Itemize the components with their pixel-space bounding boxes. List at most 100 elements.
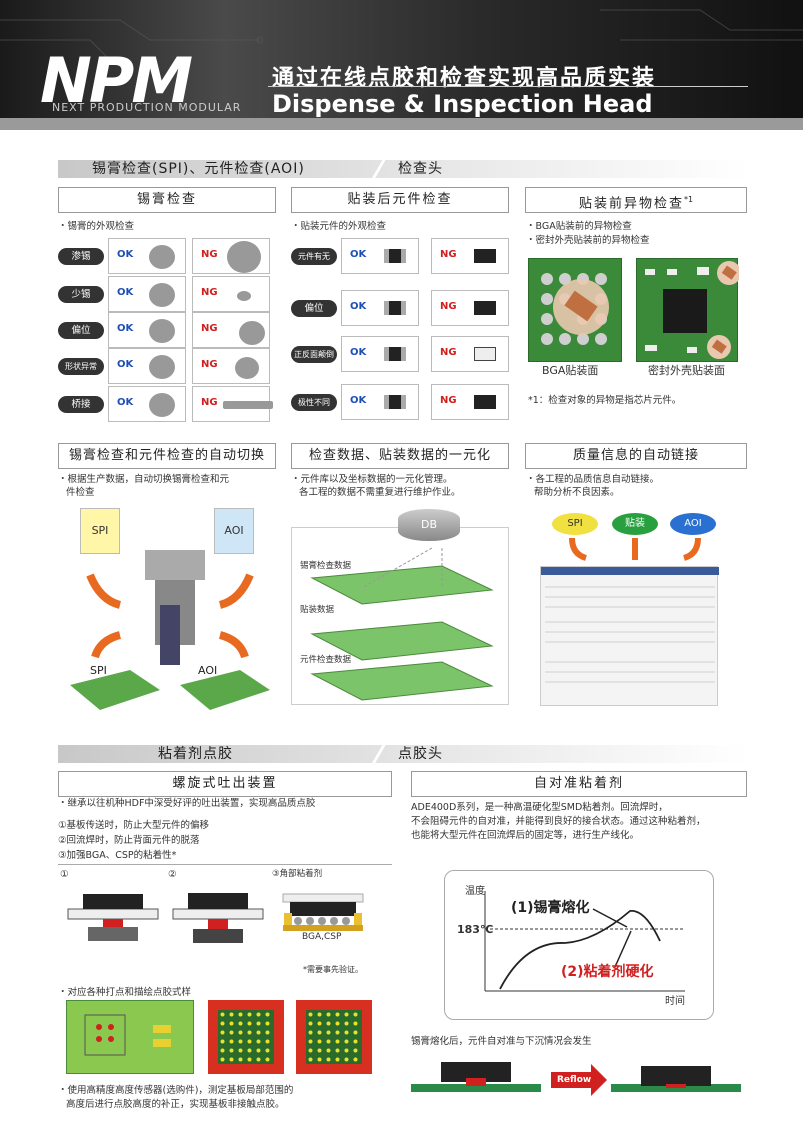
switch-note-1: ・根据生产数据，自动切换锡膏检查和元 [58,474,230,485]
switch-note-2: 件检查 [66,487,95,498]
header-strip [0,118,803,130]
solder-blob-icon [227,241,261,273]
spi-oval: SPI [552,513,598,535]
aoi-ok-box: OK [341,290,419,326]
ng-label: NG [440,301,457,312]
machine-cycle-illustration [70,550,270,710]
ok-label: OK [117,287,134,298]
adhesive-cross-sections [67,893,364,943]
patterns-note: ・对应各种打点和描绘点胶式样 [58,987,192,998]
foreign-title: 贴装前异物检查*1 [525,187,747,213]
reflow-illustration [411,1062,741,1096]
qfp-chip-icon [645,261,741,359]
spi-ok-box: OK [108,386,186,422]
unify-title: 检查数据、贴装数据的一元化 [291,443,509,469]
ng-label: NG [201,359,218,370]
solder-blob-icon [223,401,273,409]
aoi-oval: AOI [670,513,716,535]
ok-label: OK [350,347,367,358]
npm-logo: NPM [40,44,193,117]
selfalign-desc-1: ADE400D系列，是一种高温硬化型SMD粘着剂。回流焊时， [411,802,668,813]
logo-subtitle: NEXT PRODUCTION MODULAR [52,101,242,114]
aoi-doc-icon: AOI [214,508,254,554]
aoi-ok-box: OK [341,238,419,274]
layer-label-aoi: 元件检查数据 [300,655,352,665]
shield-caption: 密封外壳贴装面 [648,364,725,377]
spi-ok-box: OK [108,312,186,348]
corner-pattern-board-1 [208,1000,284,1074]
selfalign-desc-2: 不会阻碍元件的自对准，并能得到良好的接合状态。通过这种粘着剂， [411,816,706,827]
ball-grid-2 [306,1010,362,1064]
ok-label: OK [117,249,134,260]
ball-grid-1 [218,1010,274,1064]
spi-ng-box: NG [192,276,270,312]
aoi-row-label: 元件有无 [291,248,337,265]
spi-note: ・锡膏的外观检查 [58,221,135,232]
chip-component-icon [474,249,496,263]
ok-label: OK [350,249,367,260]
ok-label: OK [117,323,134,334]
link-note-2: 帮助分析不良因素。 [534,487,620,498]
spi-title: 锡膏检查 [58,187,276,213]
aoi-ng-box: NG [431,238,509,274]
verify-note: *需要事先验证。 [303,965,363,974]
layer-stack-illustration [310,547,494,701]
dot-pattern-board [66,1000,194,1074]
spi-ng-box: NG [192,348,270,384]
solder-blob-icon [235,357,259,379]
ng-label: NG [440,395,457,406]
slash-decoration [358,743,398,765]
adhesive-diagrams: ① ② ③角部粘着剂 BGA,CSP [58,864,392,958]
dot-pattern-icon [84,1014,171,1056]
aoi-row-label: 极性不同 [291,394,337,411]
layer-label-spi: 锡膏检查数据 [300,561,352,571]
aoi-label: AOI [198,664,218,677]
section-title: 锡膏检查(SPI)、元件检查(AOI) [92,161,305,177]
chip-component-icon [384,347,406,361]
melt-label: (1)锡膏熔化 [511,900,590,916]
cure-label: (2)粘着剂硬化 [561,964,654,980]
report-screenshot [540,566,719,706]
diag-label-3: ③角部粘着剂 [272,869,323,879]
ok-label: OK [117,359,134,370]
solder-blob-icon [237,291,251,301]
selfalign-title: 自对准粘着剂 [411,771,747,797]
aoi-ng-box: NG [431,290,509,326]
section-sub: 点胶头 [398,746,443,762]
chip-component-icon [474,347,496,361]
chip-component-icon [384,249,406,263]
unify-note-1: ・元件库以及坐标数据的一元化管理。 [291,474,453,485]
section-title: 粘着剂点胶 [158,746,233,762]
foreign-title-text: 贴装前异物检查 [578,196,684,212]
spiral-note: ・继承以往机种HDF中深受好评的吐出装置，实现高品质点胶 [58,798,316,809]
y-axis-label: 温度 [465,886,485,897]
foreign-sup: *1 [683,195,694,204]
spi-row-label: 偏位 [58,322,104,339]
solder-blob-icon [149,245,175,269]
link-title: 质量信息的自动链接 [525,443,747,469]
spi-ng-box: NG [192,312,270,348]
section-sub: 检查头 [398,161,443,177]
reflow-label: Reflow [557,1075,592,1085]
solder-blob-icon [149,355,175,379]
layer-label-mount: 贴装数据 [300,605,335,615]
solder-blob-icon [239,321,265,345]
aoi-note: ・贴装元件的外观检查 [291,221,387,232]
unify-card [291,527,509,705]
spi-ng-box: NG [192,386,273,422]
link-note-1: ・各工程的品质信息自动链接。 [526,474,660,485]
spi-ok-box: OK [108,238,186,274]
bga-label: BGA,CSP [302,932,342,942]
switch-title: 锡膏检查和元件检查的自动切换 [58,443,276,469]
spiral-title: 螺旋式吐出装置 [58,771,392,797]
sensor-note-2: 高度后进行点胶高度的补正，实现基板非接触点胶。 [66,1099,285,1110]
circuit-decoration-icon [0,9,803,64]
ng-label: NG [201,323,218,334]
foreign-footnote: *1：检查对象的异物是指芯片元件。 [528,395,682,406]
spi-row-label: 形状异常 [58,358,104,375]
bga-board-image [528,258,622,362]
title-english: Dispense & Inspection Head [272,90,653,118]
diag-label-1: ① [60,869,69,880]
chip-component-icon [384,395,406,409]
header-banner: NPM NEXT PRODUCTION MODULAR 通过在线点胶和检查实现高… [0,0,803,130]
